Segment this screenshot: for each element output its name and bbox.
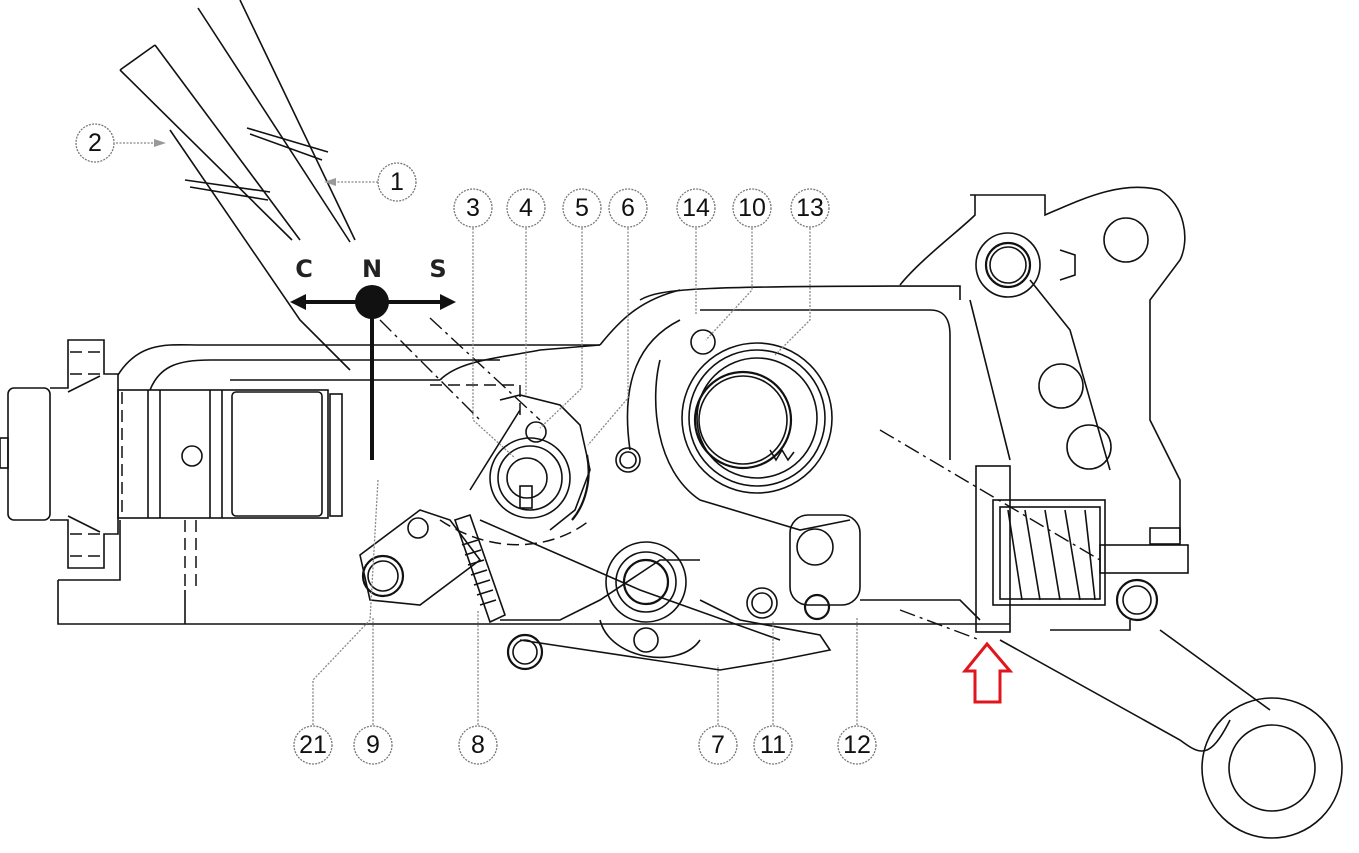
svg-text:10: 10: [738, 194, 766, 222]
pawl-lever: [519, 514, 981, 671]
svg-text:8: 8: [471, 731, 485, 759]
svg-text:13: 13: [796, 194, 824, 222]
position-selector: C N S: [290, 255, 456, 460]
svg-text:1: 1: [390, 168, 404, 196]
svg-text:5: 5: [575, 194, 589, 222]
position-s-label: S: [429, 255, 446, 283]
svg-text:12: 12: [843, 731, 871, 759]
callout-4: 4: [506, 188, 546, 228]
position-n-label: N: [362, 255, 382, 283]
right-bracket: [899, 186, 1186, 540]
callout-5: 5: [562, 188, 602, 228]
svg-text:4: 4: [519, 194, 533, 222]
spring-adjuster: [975, 465, 1189, 633]
arrow-right-icon: [440, 294, 456, 310]
callout-11: 11: [753, 725, 793, 765]
svg-text:6: 6: [621, 194, 635, 222]
callout-21: 21: [293, 725, 333, 765]
svg-text:14: 14: [682, 194, 710, 222]
callout-3: 3: [453, 188, 493, 228]
gear-housing: [626, 319, 851, 531]
frame-channel: [117, 285, 1101, 641]
lever-1: [197, 0, 356, 243]
svg-text:21: 21: [299, 731, 327, 759]
callout-6: 6: [608, 188, 648, 228]
arrow-left-icon: [290, 294, 306, 310]
callout-12: 12: [837, 725, 877, 765]
callout-2: 2: [75, 123, 115, 163]
cam-assembly: [439, 394, 781, 641]
svg-text:9: 9: [366, 731, 380, 759]
callout-13: 13: [790, 188, 830, 228]
lower-arm: [999, 629, 1343, 839]
callout-leaders: [116, 139, 858, 725]
svg-text:3: 3: [466, 194, 480, 222]
svg-text:11: 11: [760, 731, 786, 759]
callout-14: 14: [676, 188, 716, 228]
callout-9: 9: [353, 725, 393, 765]
callout-1: 1: [377, 162, 417, 202]
callout-8: 8: [458, 725, 498, 765]
svg-text:7: 7: [711, 731, 725, 759]
position-c-label: C: [295, 255, 313, 283]
callout-7: 7: [698, 725, 738, 765]
actuator-cylinder: [0, 339, 1010, 625]
svg-text:2: 2: [88, 129, 102, 157]
highlight-arrow-icon: [961, 641, 1014, 704]
callout-10: 10: [732, 188, 772, 228]
lever-2: [119, 44, 351, 371]
link-arm: [359, 509, 701, 671]
